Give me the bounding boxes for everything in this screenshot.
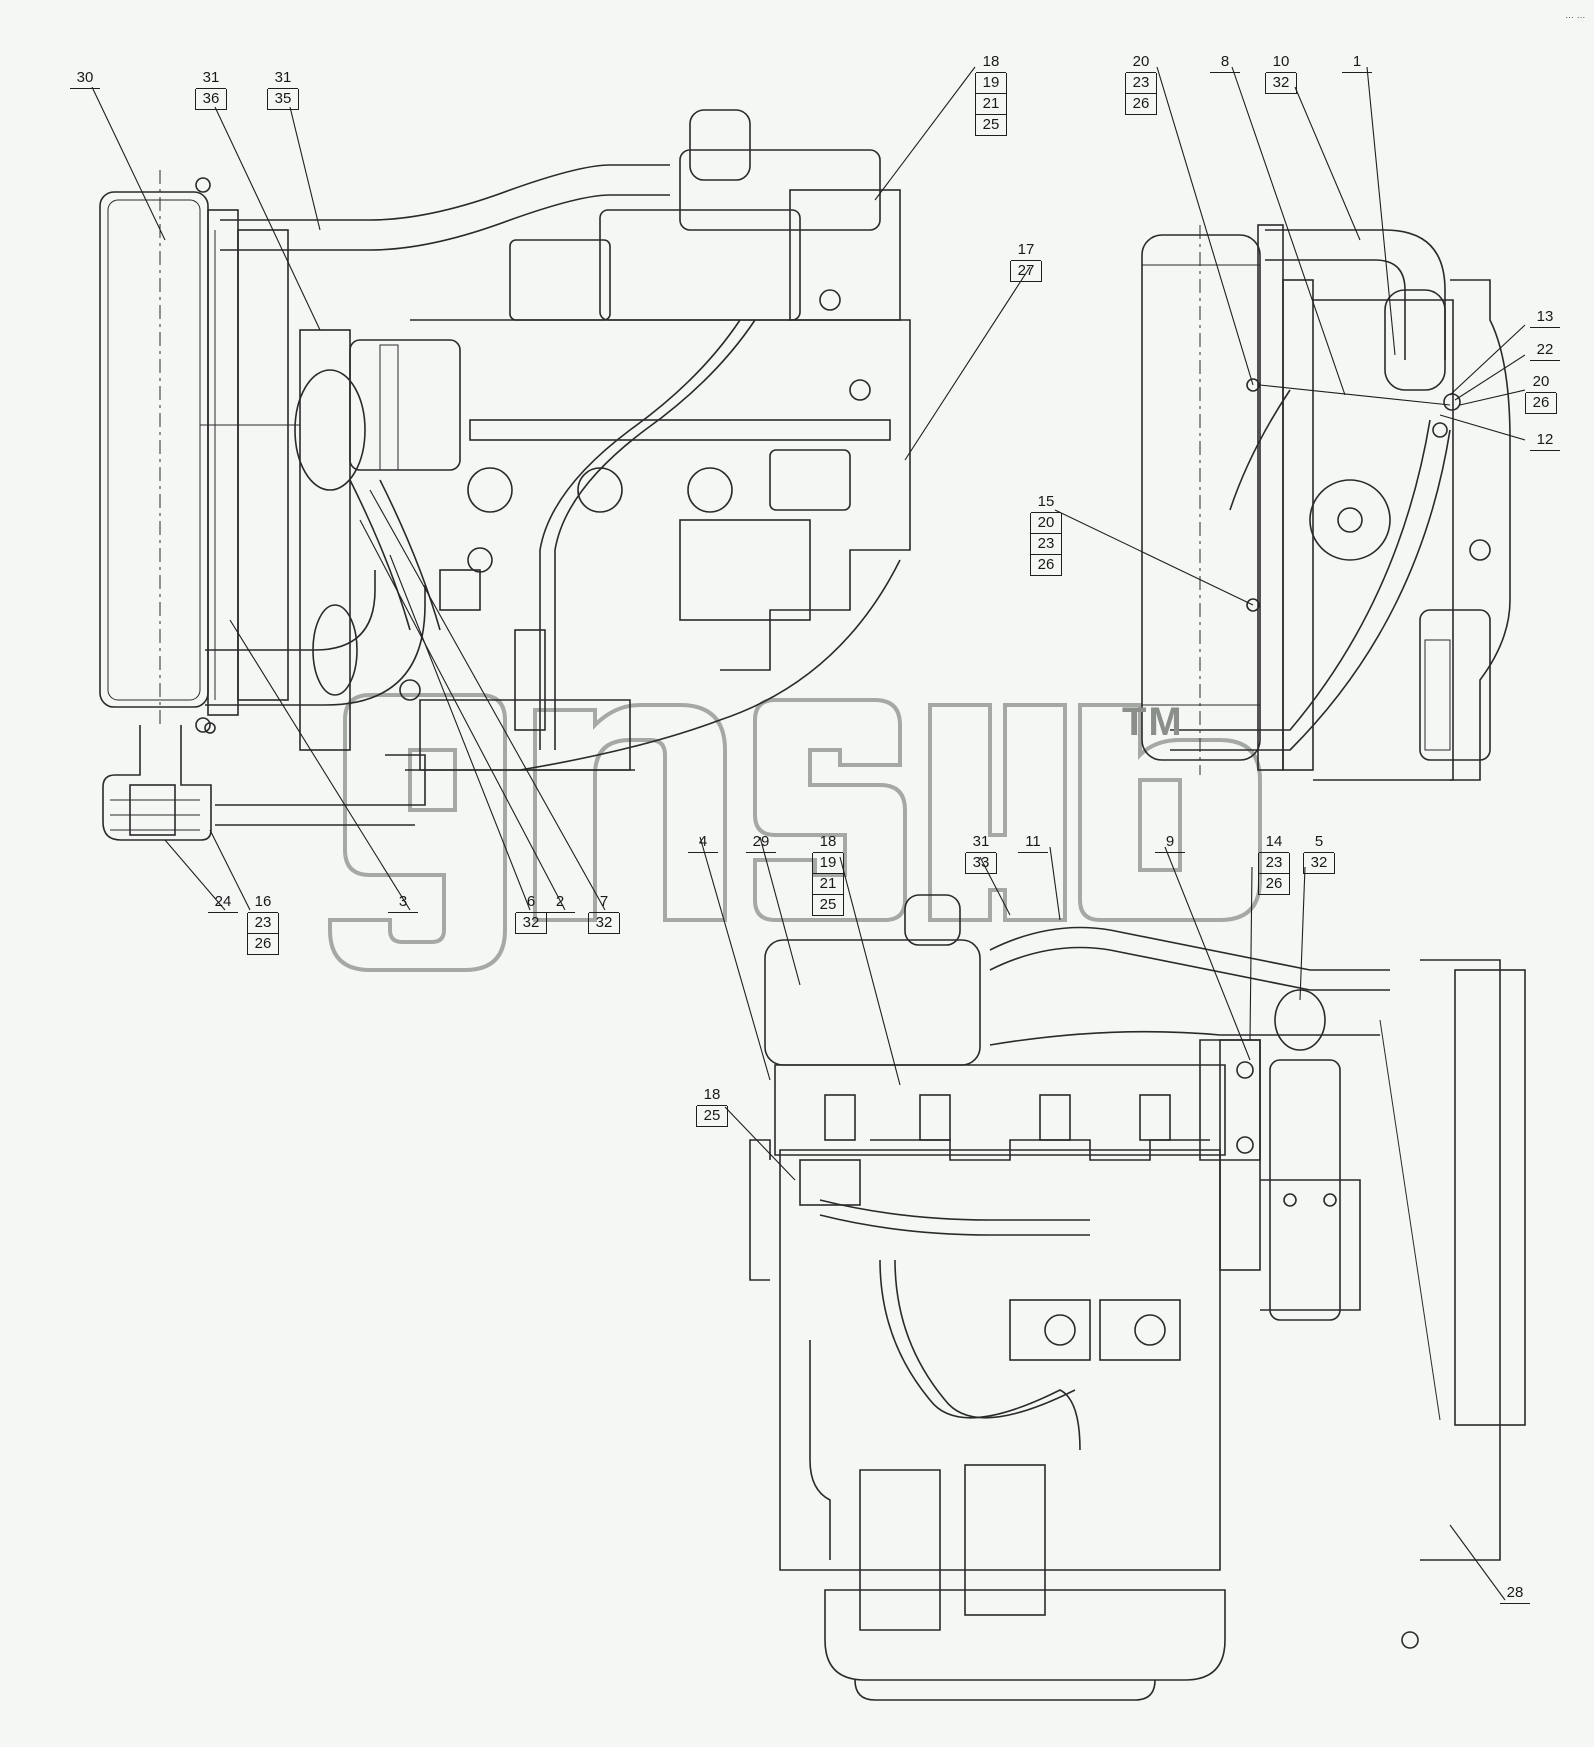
callout-10-32: 10 32 bbox=[1265, 52, 1297, 94]
callout-29: 29 bbox=[746, 832, 776, 853]
callout-16-23-26: 16 23 26 bbox=[247, 892, 279, 955]
callout-7-32: 7 32 bbox=[588, 892, 620, 934]
callout-3: 3 bbox=[388, 892, 418, 913]
callout-1: 1 bbox=[1342, 52, 1372, 73]
callout-31-36: 31 36 bbox=[195, 68, 227, 110]
callout-15-20-23-26: 15 20 23 26 bbox=[1030, 492, 1062, 576]
callout-31-35: 31 35 bbox=[267, 68, 299, 110]
callout-20-23-26-right: 20 23 26 bbox=[1125, 52, 1157, 115]
callout-18-19-21-25-top: 18 19 21 25 bbox=[975, 52, 1007, 136]
callout-12: 12 bbox=[1530, 430, 1560, 451]
callout-13: 13 bbox=[1530, 307, 1560, 328]
left-side-view bbox=[99, 109, 911, 841]
callout-28: 28 bbox=[1500, 1583, 1530, 1604]
callout-4: 4 bbox=[688, 832, 718, 853]
callout-9: 9 bbox=[1155, 832, 1185, 853]
radiator-tank bbox=[99, 191, 209, 708]
leader-lines bbox=[91, 66, 1526, 1601]
callout-22: 22 bbox=[1530, 340, 1560, 361]
callout-20-26-right: 20 26 bbox=[1525, 372, 1557, 414]
callout-8: 8 bbox=[1210, 52, 1240, 73]
watermark-logo bbox=[328, 693, 1262, 972]
corner-mark: … … bbox=[1565, 10, 1586, 20]
callout-17-27: 17 27 bbox=[1010, 240, 1042, 282]
callout-30: 30 bbox=[70, 68, 100, 89]
callout-18-19-21-25-bottom: 18 19 21 25 bbox=[812, 832, 844, 916]
callout-31-33: 31 33 bbox=[965, 832, 997, 874]
callout-14-23-26: 14 23 26 bbox=[1258, 832, 1290, 895]
watermark-tm: TM bbox=[1122, 700, 1184, 744]
right-top-view bbox=[1141, 224, 1511, 781]
callout-24: 24 bbox=[208, 892, 238, 913]
bottom-front-view bbox=[749, 894, 1526, 1701]
callout-11: 11 bbox=[1018, 832, 1048, 853]
callout-5-32: 5 32 bbox=[1303, 832, 1335, 874]
callout-6-32: 6 32 bbox=[515, 892, 547, 934]
callout-number: 30 bbox=[70, 68, 100, 89]
callout-2: 2 bbox=[545, 892, 575, 913]
callout-18-25-left: 18 25 bbox=[696, 1085, 728, 1127]
